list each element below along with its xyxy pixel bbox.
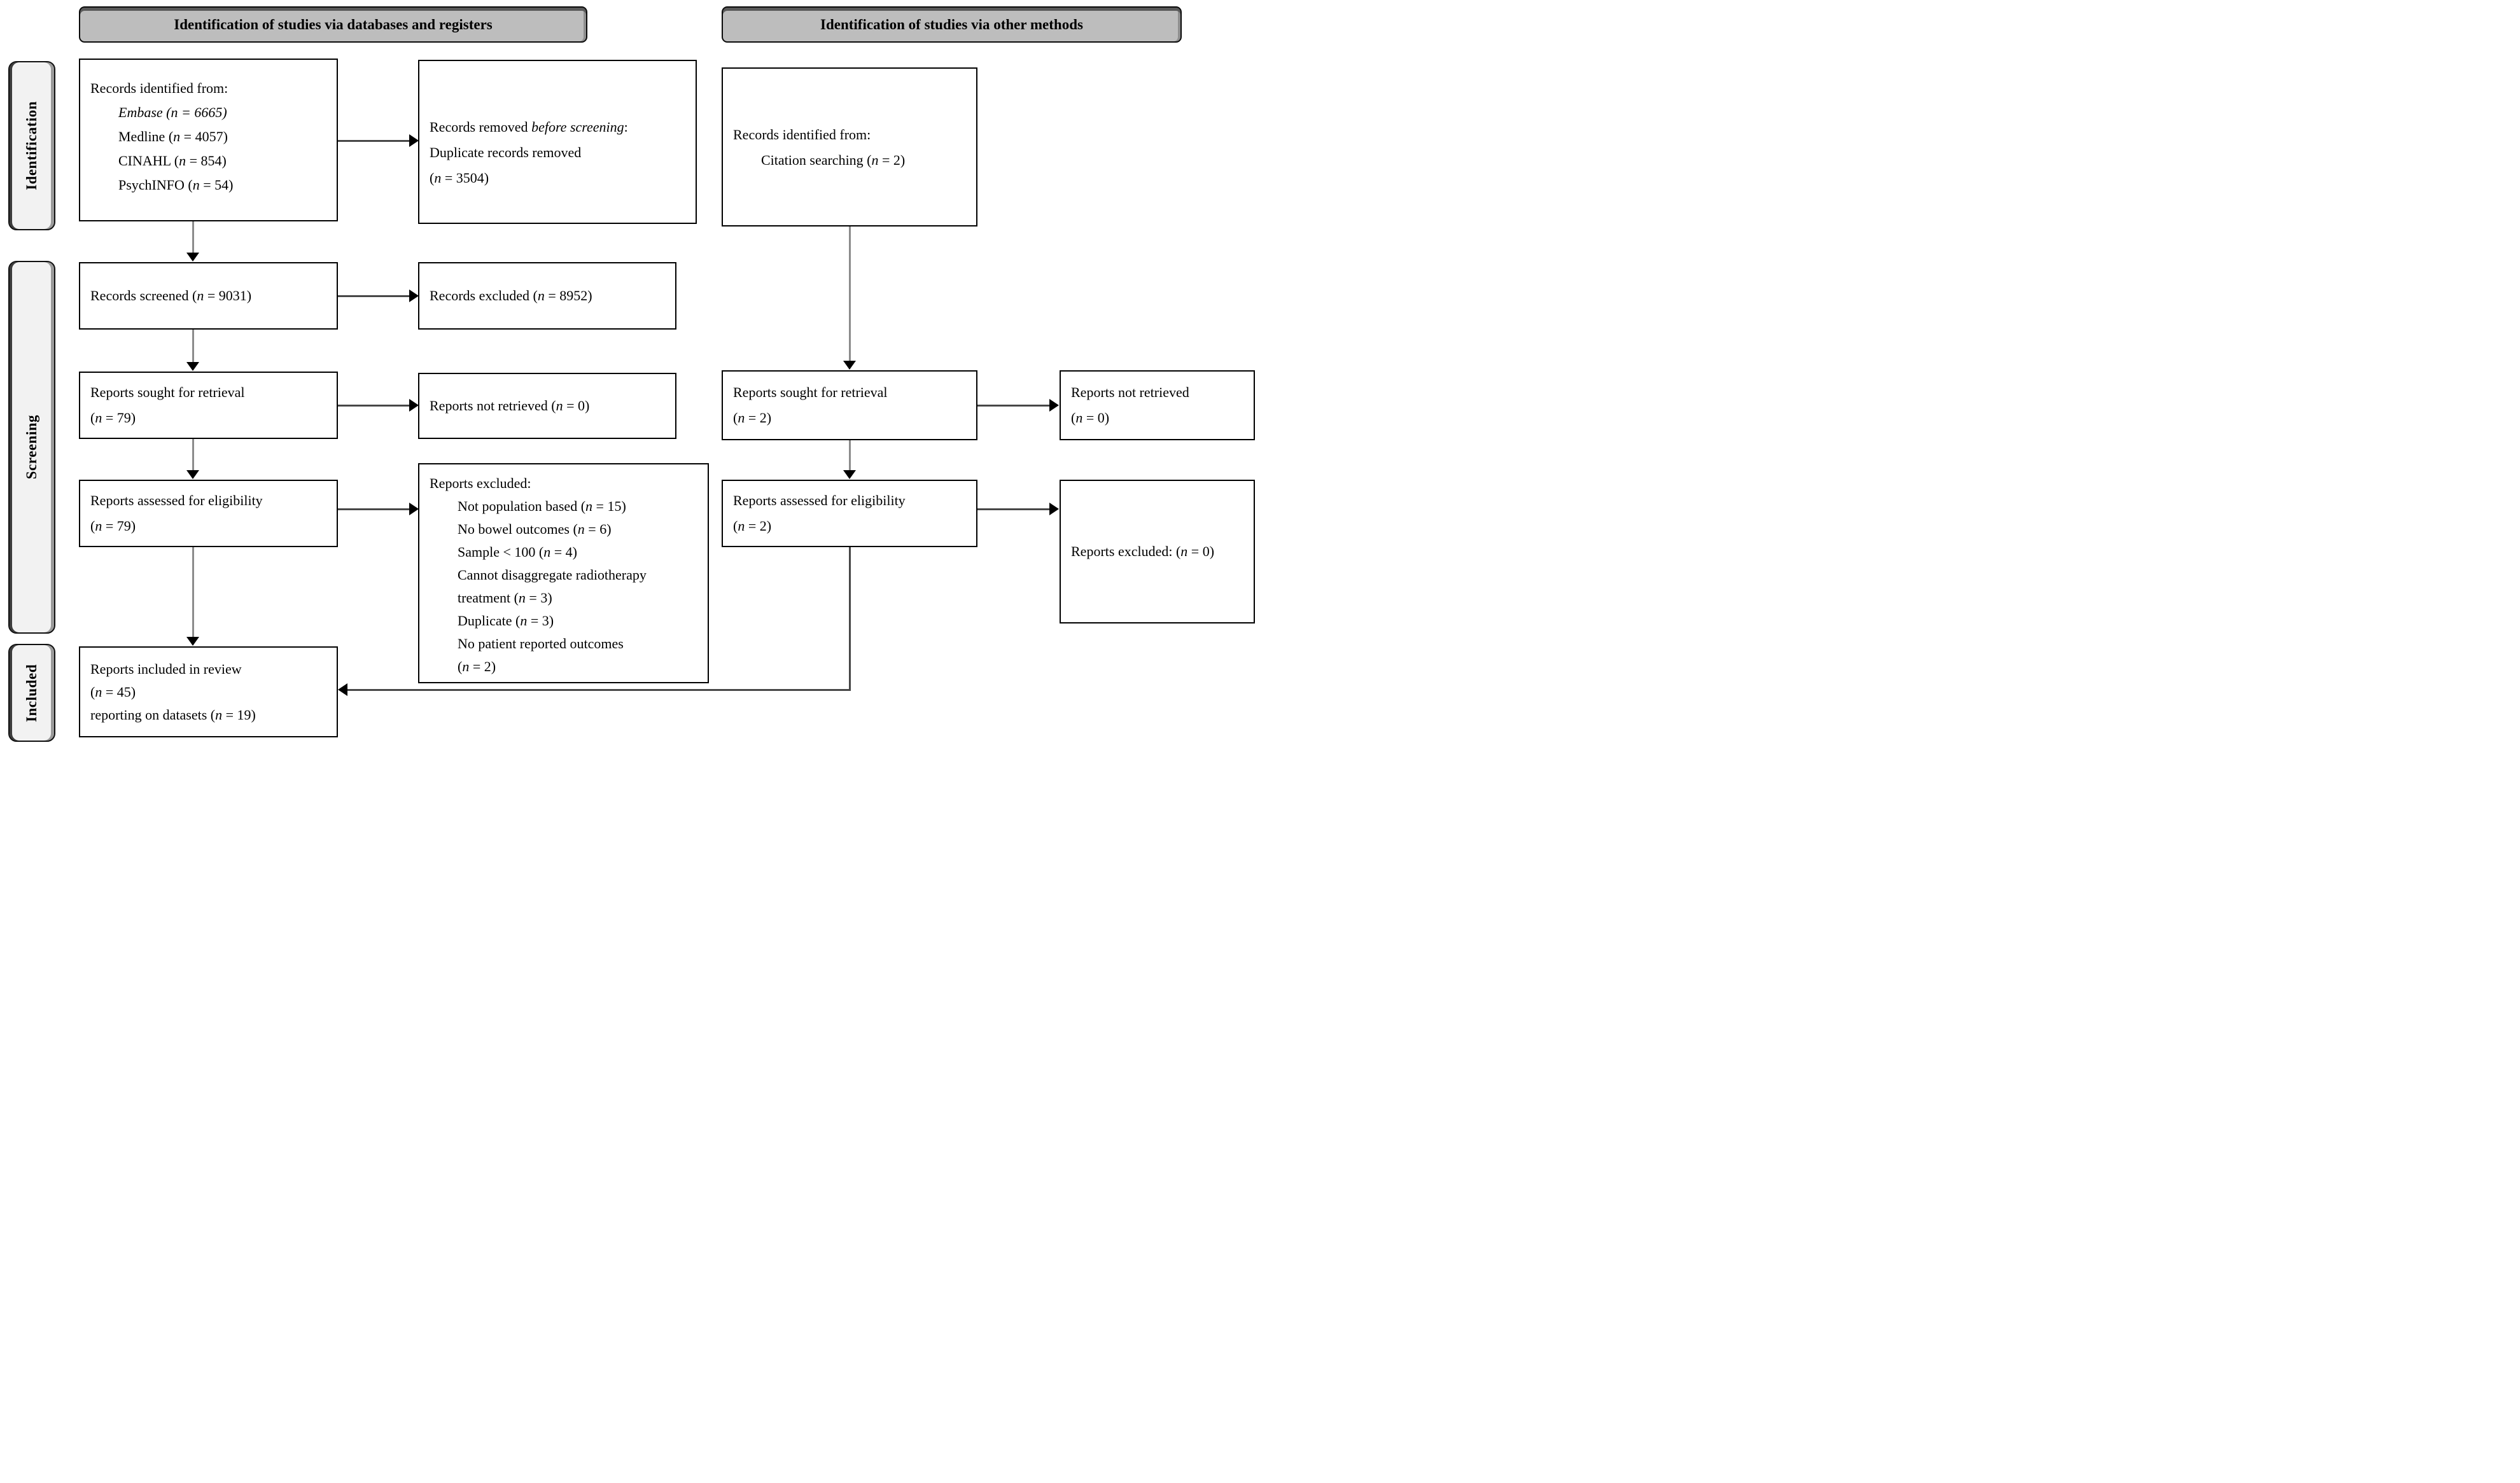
- arrowhead-down-icon: [843, 470, 856, 479]
- arrowhead-right-icon: [1049, 399, 1059, 412]
- stage-included-label: Included: [24, 664, 39, 722]
- text-line: Reports included in review: [90, 660, 242, 677]
- text-line: (n = 2): [733, 518, 772, 534]
- box-reports-sought-databases: Reports sought for retrieval (n = 79): [79, 372, 338, 439]
- arrow-identified-to-sought-other: [849, 226, 851, 362]
- connector-other-to-included-horizontal: [347, 689, 850, 691]
- text-line: No patient reported outcomes: [458, 636, 624, 651]
- arrowhead-down-icon: [843, 361, 856, 370]
- arrow-screened-to-sought: [192, 330, 194, 363]
- text-line: Sample < 100 (n = 4): [458, 544, 577, 560]
- text-line: Reports not retrieved (n = 0): [430, 398, 590, 414]
- arrowhead-down-icon: [186, 637, 199, 646]
- stage-included: Included: [8, 644, 55, 742]
- box-reports-included: Reports included in review (n = 45) repo…: [79, 646, 338, 737]
- stage-identification-label: Identification: [24, 101, 39, 190]
- text-line: Reports excluded:: [430, 475, 531, 491]
- box-reports-not-retrieved-databases: Reports not retrieved (n = 0): [418, 373, 676, 439]
- arrowhead-right-icon: [1049, 503, 1059, 515]
- text-line: (n = 79): [90, 518, 136, 534]
- text-line: Reports assessed for eligibility: [733, 492, 906, 508]
- arrow-screened-to-excluded: [338, 295, 410, 297]
- arrow-assessed-to-excluded-db: [338, 508, 410, 510]
- text-line: Records identified from:: [90, 80, 228, 96]
- prisma-flow-diagram: Identification of studies via databases …: [0, 0, 1260, 742]
- box-records-identified-other: Records identified from: Citation search…: [722, 67, 977, 226]
- arrowhead-right-icon: [409, 503, 419, 515]
- arrow-identified-to-screened: [192, 221, 194, 254]
- text-line: Not population based (n = 15): [458, 498, 626, 514]
- header-other-methods: Identification of studies via other meth…: [722, 6, 1182, 43]
- text-line: (n = 0): [1071, 410, 1110, 426]
- text-line: (n = 2): [458, 658, 496, 674]
- text-line: Duplicate records removed: [430, 144, 582, 160]
- box-records-screened: Records screened (n = 9031): [79, 262, 338, 330]
- arrow-sought-to-assessed-db: [192, 439, 194, 471]
- text-line: Reports sought for retrieval: [733, 384, 888, 400]
- text-line: (n = 79): [90, 410, 136, 426]
- stage-identification: Identification: [8, 61, 55, 230]
- header-databases-label: Identification of studies via databases …: [174, 16, 493, 32]
- arrowhead-down-icon: [186, 253, 199, 261]
- text-line: Records screened (n = 9031): [90, 288, 252, 303]
- text-line: (n = 45): [90, 683, 136, 700]
- text-line: Medline (n = 4057): [118, 129, 228, 144]
- connector-other-to-included-vertical: [849, 547, 851, 691]
- arrowhead-right-icon: [409, 289, 419, 302]
- text-line: reporting on datasets (n = 19): [90, 706, 256, 723]
- text-line: CINAHL (n = 854): [118, 153, 227, 169]
- text-line: PsychINFO (n = 54): [118, 177, 234, 193]
- stage-screening-label: Screening: [24, 415, 39, 480]
- arrow-sought-to-assessed-other: [849, 440, 851, 471]
- text-line: Reports excluded: (n = 0): [1071, 543, 1215, 559]
- text-line: Embase (n = 6665): [118, 104, 227, 120]
- stage-screening: Screening: [8, 261, 55, 634]
- text-line: Records removed before screening:: [430, 119, 628, 135]
- text-line: Cannot disaggregate radiotherapy: [458, 567, 647, 583]
- header-other-label: Identification of studies via other meth…: [820, 16, 1083, 32]
- text-line: (n = 3504): [430, 170, 489, 186]
- text-line: Citation searching (n = 2): [761, 152, 906, 168]
- arrow-identified-to-removed: [338, 140, 410, 142]
- box-records-excluded: Records excluded (n = 8952): [418, 262, 676, 330]
- box-reports-assessed-other: Reports assessed for eligibility (n = 2): [722, 480, 977, 547]
- text-line: Reports assessed for eligibility: [90, 492, 263, 508]
- header-databases-registers: Identification of studies via databases …: [79, 6, 587, 43]
- arrowhead-right-icon: [409, 399, 419, 412]
- text-line: Duplicate (n = 3): [458, 613, 554, 629]
- box-reports-sought-other: Reports sought for retrieval (n = 2): [722, 370, 977, 440]
- arrowhead-down-icon: [186, 362, 199, 371]
- text-line: Reports sought for retrieval: [90, 384, 245, 400]
- box-reports-assessed-databases: Reports assessed for eligibility (n = 79…: [79, 480, 338, 547]
- text-line: No bowel outcomes (n = 6): [458, 521, 612, 537]
- arrowhead-left-icon: [338, 683, 347, 696]
- arrow-assessed-to-included: [192, 547, 194, 638]
- arrow-sought-to-notretrieved-other: [977, 405, 1050, 407]
- arrowhead-right-icon: [409, 134, 419, 147]
- box-records-removed-before-screening: Records removed before screening: Duplic…: [418, 60, 697, 224]
- text-line: treatment (n = 3): [458, 590, 552, 606]
- text-line: (n = 2): [733, 410, 772, 426]
- arrowhead-down-icon: [186, 470, 199, 479]
- arrow-sought-to-notretrieved-db: [338, 405, 410, 407]
- box-reports-excluded-reasons: Reports excluded: Not population based (…: [418, 463, 709, 683]
- text-line: Records excluded (n = 8952): [430, 288, 592, 303]
- box-reports-excluded-other: Reports excluded: (n = 0): [1060, 480, 1255, 623]
- box-records-identified-databases: Records identified from: Embase (n = 666…: [79, 59, 338, 221]
- text-line: Reports not retrieved: [1071, 384, 1189, 400]
- text-line: Records identified from:: [733, 127, 871, 143]
- box-reports-not-retrieved-other: Reports not retrieved (n = 0): [1060, 370, 1255, 440]
- arrow-assessed-to-excluded-other: [977, 508, 1050, 510]
